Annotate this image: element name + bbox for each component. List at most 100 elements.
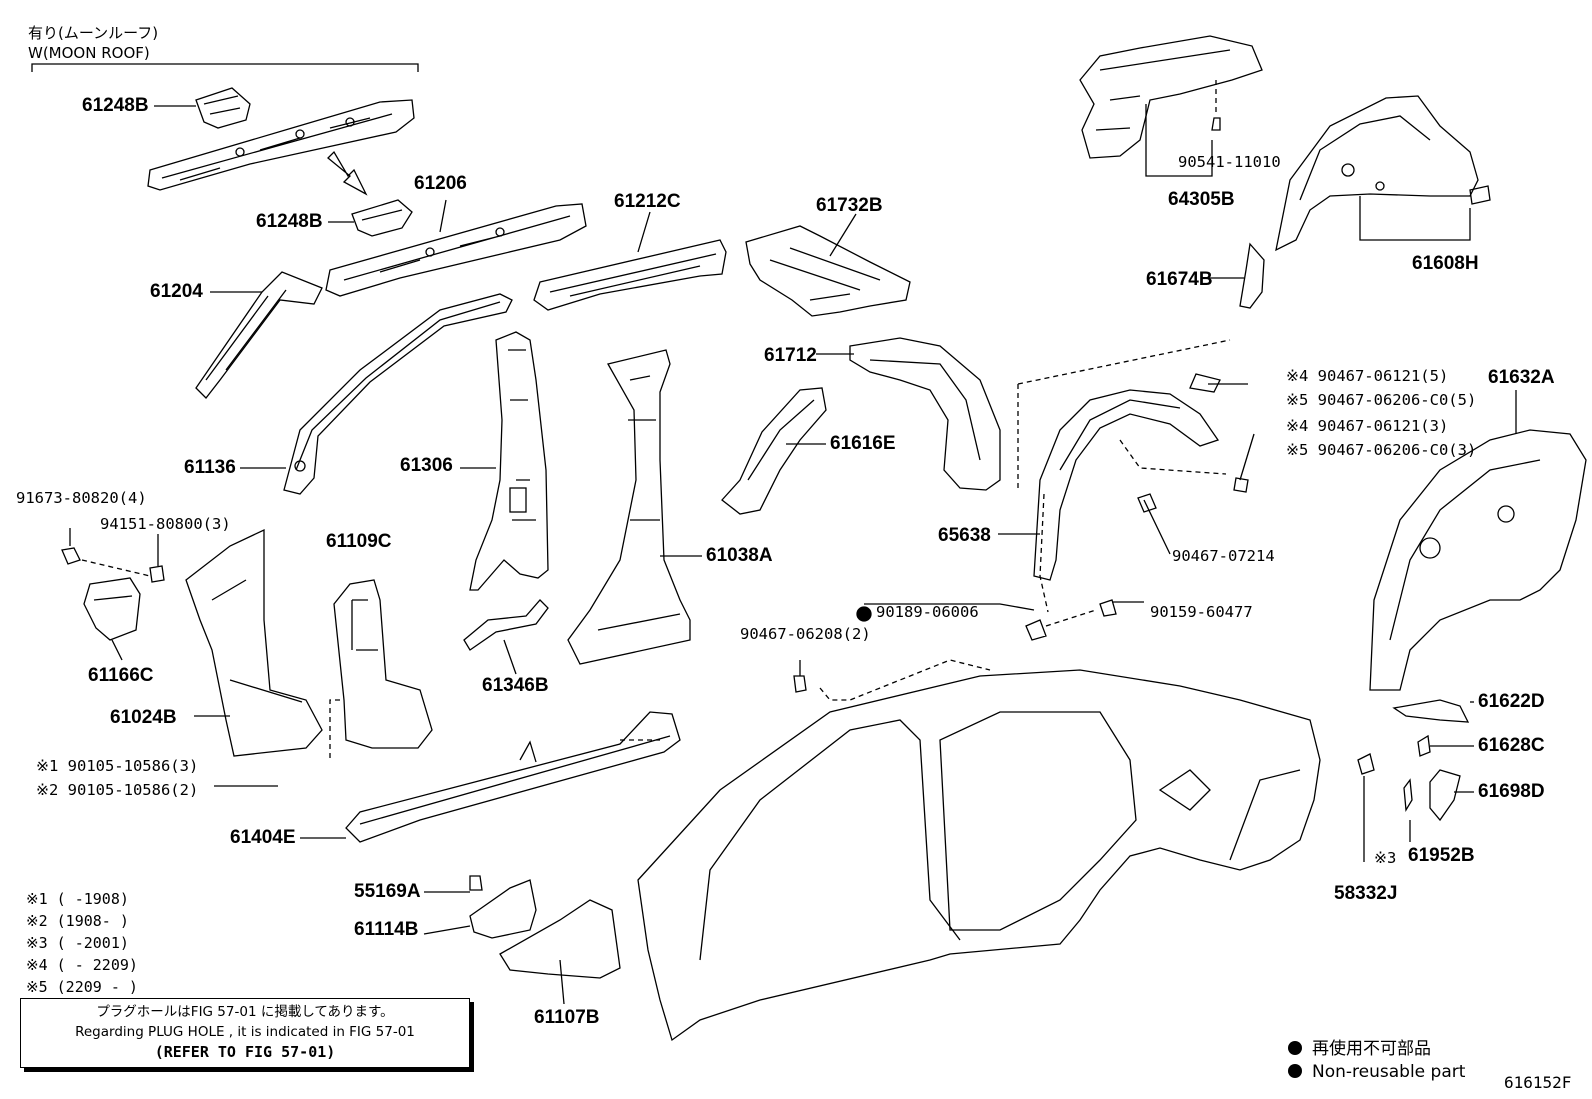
part-61248B-top-shape (195, 87, 251, 129)
label-90541-11010[interactable]: 90541-11010 (1178, 153, 1281, 171)
label-61248B-top[interactable]: 61248B (82, 95, 149, 116)
label-61114B[interactable]: 61114B (354, 919, 419, 940)
part-61109C-shape (329, 579, 433, 760)
part-61024B-shape (185, 528, 323, 757)
label-61616E[interactable]: 61616E (830, 433, 896, 454)
label-61346B[interactable]: 61346B (482, 675, 549, 696)
label-61732B[interactable]: 61732B (816, 195, 883, 216)
label-61107B[interactable]: 61107B (534, 1007, 600, 1028)
label-61698D[interactable]: 61698D (1478, 781, 1545, 802)
part-58332J-shape (1357, 753, 1375, 775)
label-61712[interactable]: 61712 (764, 345, 817, 366)
legend-dot-icon (1288, 1064, 1302, 1078)
roof-rail-top-shape (147, 99, 415, 191)
label-note4a[interactable]: ※4 90467-06121(5) (1286, 367, 1449, 385)
moonroof-bracket-line (31, 63, 419, 72)
part-61698D-shape (1429, 769, 1461, 822)
part-64305B-shape (1079, 35, 1263, 159)
part-61114B-shape (469, 879, 537, 939)
label-note3-mark: ※3 (1374, 849, 1397, 867)
part-61206-shape (325, 203, 587, 297)
header-jp: 有り(ムーンルーフ) (28, 24, 159, 42)
non-reusable-dot-90189 (856, 606, 872, 622)
label-61024B[interactable]: 61024B (110, 707, 177, 728)
label-61206[interactable]: 61206 (414, 173, 467, 194)
label-note5a[interactable]: ※5 90467-06206-C0(5) (1286, 391, 1477, 409)
label-note5b[interactable]: ※5 90467-06206-C0(3) (1286, 441, 1477, 459)
part-61674B-shape (1239, 242, 1265, 309)
label-61248B-mid[interactable]: 61248B (256, 211, 323, 232)
label-61109C[interactable]: 61109C (326, 531, 392, 552)
part-61166C-shape (83, 577, 141, 641)
label-90189-06006[interactable]: 90189-06006 (876, 603, 979, 621)
header-en: W(MOON ROOF) (28, 44, 150, 62)
part-61732B-shape (745, 225, 911, 317)
legend-jp: 再使用不可部品 (1288, 1034, 1431, 1059)
label-note4b[interactable]: ※4 90467-06121(3) (1286, 417, 1449, 435)
label-61038A[interactable]: 61038A (706, 545, 773, 566)
body-side-outer-shape (637, 669, 1321, 1042)
part-61204-shape (195, 271, 323, 399)
part-61038A-shape (567, 349, 691, 665)
part-61404E-shape (345, 711, 681, 843)
body-dash-lines (620, 659, 991, 741)
part-61212C-shape (533, 239, 727, 311)
part-61952B-shape (1403, 778, 1413, 813)
part-61346B-shape (463, 599, 549, 651)
part-61628C-shape (1417, 734, 1431, 757)
label-61212C[interactable]: 61212C (614, 191, 681, 212)
part-61608H-shape (1275, 95, 1491, 252)
legend-jp-text: 再使用不可部品 (1312, 1039, 1431, 1059)
label-90159-60477[interactable]: 90159-60477 (1150, 603, 1253, 621)
label-61632A[interactable]: 61632A (1488, 367, 1555, 388)
part-61622D-shape (1392, 699, 1470, 723)
label-61136[interactable]: 61136 (184, 457, 236, 478)
part-61616E-shape (721, 387, 827, 515)
label-61306[interactable]: 61306 (400, 455, 453, 476)
footnote-4: ※4 ( - 2209) (26, 956, 138, 974)
footnote-5: ※5 (2209 - ) (26, 978, 138, 996)
plug-hole-notice: プラグホールはFIG 57-01 に掲載してあります。 Regarding PL… (20, 998, 470, 1068)
label-61166C[interactable]: 61166C (88, 665, 154, 686)
label-55169A[interactable]: 55169A (354, 881, 421, 902)
label-61608H[interactable]: 61608H (1412, 253, 1479, 274)
label-90467-07214[interactable]: 90467-07214 (1172, 547, 1275, 565)
part-61632A-shape (1369, 429, 1587, 691)
part-61136-shape (283, 293, 513, 495)
label-61204[interactable]: 61204 (150, 281, 203, 302)
notice-en: Regarding PLUG HOLE , it is indicated in… (75, 1024, 415, 1040)
leader-64305B (1145, 104, 1213, 177)
legend-en: Non-reusable part (1288, 1062, 1465, 1082)
part-61248B-mid-shape (351, 199, 413, 237)
part-61306-shape (469, 331, 549, 591)
label-61404E[interactable]: 61404E (230, 827, 296, 848)
footnote-3: ※3 ( -2001) (26, 934, 129, 952)
footnote-1: ※1 ( -1908) (26, 890, 129, 908)
label-58332J[interactable]: 58332J (1334, 883, 1398, 904)
part-61107B-shape (499, 899, 621, 979)
label-90467-06208[interactable]: 90467-06208(2) (740, 625, 871, 643)
label-94151-80800[interactable]: 94151-80800(3) (100, 515, 231, 533)
leader-61608H (1359, 196, 1471, 241)
label-61622D[interactable]: 61622D (1478, 691, 1545, 712)
part-65638-shape (1033, 389, 1220, 581)
legend-en-text: Non-reusable part (1312, 1062, 1466, 1082)
notice-ref[interactable]: (REFER TO FIG 57-01) (154, 1043, 336, 1061)
label-64305B[interactable]: 64305B (1168, 189, 1235, 210)
legend-dot-icon (1288, 1041, 1302, 1055)
label-note2[interactable]: ※2 90105-10586(2) (36, 781, 199, 799)
label-61674B[interactable]: 61674B (1146, 269, 1213, 290)
figure-code: 616152F (1504, 1073, 1572, 1092)
label-note1[interactable]: ※1 90105-10586(3) (36, 757, 199, 775)
footnote-2: ※2 (1908- ) (26, 912, 129, 930)
label-61952B[interactable]: 61952B (1408, 845, 1475, 866)
label-91673-80820[interactable]: 91673-80820(4) (16, 489, 147, 507)
label-61628C[interactable]: 61628C (1478, 735, 1545, 756)
direction-arrow (327, 150, 368, 196)
notice-jp: プラグホールはFIG 57-01 に掲載してあります。 (96, 1004, 394, 1020)
liner-dash-box (1017, 339, 1231, 613)
label-65638[interactable]: 65638 (938, 525, 991, 546)
leader-lines (111, 105, 1517, 1005)
part-55169A-shape (469, 875, 483, 891)
